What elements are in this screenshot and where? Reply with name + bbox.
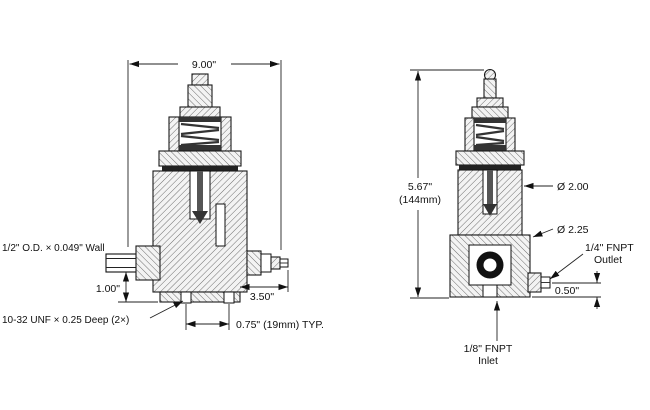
inlet-label-line1: 1/8" FNPT: [464, 343, 513, 355]
dim-overall-width: 9.00": [192, 59, 216, 71]
adjustment-screw-right: [471, 68, 509, 119]
side-fitting: [246, 250, 289, 276]
left-view: 9.00" 1/2" O.D. × 0.049" Wall 1.00" 3.50…: [2, 59, 324, 331]
dim-hole-spacing: 0.75" (19mm) TYP.: [236, 319, 324, 331]
mounting-foot: [159, 291, 241, 303]
outlet-label-line1: 1/4" FNPT: [585, 242, 634, 254]
mounting-holes: [180, 291, 235, 304]
dim-overall-height-mm: (144mm): [399, 194, 441, 206]
inlet-label-line2: Inlet: [478, 355, 498, 367]
dim-tube-drop: 1.00": [96, 283, 120, 295]
spring-coil: [180, 122, 220, 147]
port-bore-inner: [483, 258, 497, 272]
outlet-fitting: [527, 272, 551, 293]
right-view: 5.67" (144mm) Ø 2.00 Ø 2.25 1/4" FNPT Ou…: [399, 68, 634, 367]
dim-fitting: 3.50": [250, 291, 274, 303]
inlet-channel: [482, 284, 498, 298]
spring-bonnet-right: [455, 117, 525, 170]
tapped-hole-label: 10-32 UNF × 0.25 Deep (2×): [2, 315, 129, 326]
valve-body-left: [152, 170, 248, 303]
inlet-tube: [105, 245, 161, 281]
poppet: [192, 211, 208, 224]
leader-line: [149, 300, 184, 319]
valve-stem: [487, 170, 493, 206]
leader-line: [532, 228, 554, 238]
internal-channel: [215, 203, 226, 247]
dim-overall-height-in: 5.67": [408, 181, 432, 193]
valve-stem: [197, 171, 203, 211]
leader-line: [549, 253, 584, 280]
adjustment-screw: [179, 73, 221, 118]
left-dimensions: 9.00" 1/2" O.D. × 0.049" Wall 1.00" 3.50…: [2, 59, 324, 331]
valve-body-right: [449, 169, 531, 298]
tube-compression-nut: [135, 245, 161, 281]
dim-body-diameter: Ø 2.00: [557, 181, 589, 193]
spring-bonnet: [158, 116, 242, 171]
poppet: [483, 204, 497, 216]
spring-coil: [475, 123, 505, 147]
dim-base-diameter: Ø 2.25: [557, 224, 589, 236]
dim-outlet-height: 0.50": [555, 285, 579, 297]
outlet-label-line2: Outlet: [594, 254, 622, 266]
tube-label: 1/2" O.D. × 0.049" Wall: [2, 243, 105, 254]
diaphragm-seal: [162, 166, 238, 171]
right-dimensions: 5.67" (144mm) Ø 2.00 Ø 2.25 1/4" FNPT Ou…: [399, 69, 634, 367]
diaphragm-seal: [459, 165, 521, 170]
